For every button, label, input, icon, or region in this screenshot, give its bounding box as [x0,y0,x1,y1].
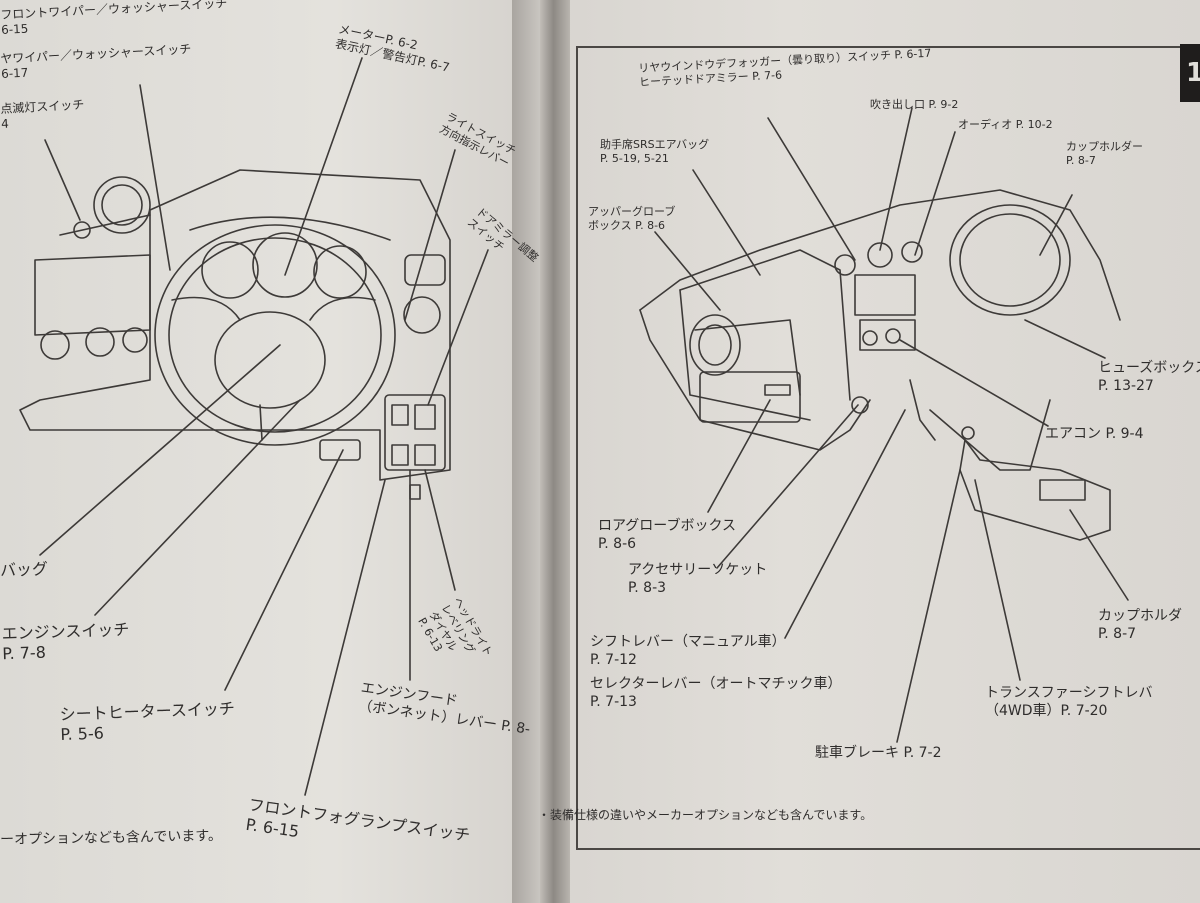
book-gutter [540,0,570,903]
label-engine-switch: エンジンスイッチ P. 7-8 [1,619,130,664]
label-selector-lever: セレクターレバー（オートマチック車） P. 7-13 [590,676,842,710]
label-cup-holder-bottom: カップホルダ P. 8-7 [1098,608,1182,642]
label-fuse-box: ヒューズボックス P. 13-27 [1098,360,1200,394]
right-page-frame [576,46,1200,850]
section-tab: 1 [1180,44,1200,102]
left-page [0,0,556,903]
label-airbag-left: バッグ [0,559,49,580]
label-seat-heater: シートヒータースイッチ P. 5-6 [59,698,236,745]
label-cup-holder-top: カップホルダー P. 8-7 [1066,140,1143,167]
label-srs-airbag: 助手席SRSエアバッグ P. 5-19, 5-21 [600,138,710,165]
label-aircon: エアコン P. 9-4 [1045,426,1144,442]
label-shift-lever: シフトレバー（マニュアル車） P. 7-12 [590,634,786,668]
label-transfer-lever: トランスファーシフトレバ （4WD車）P. 7-20 [985,685,1153,719]
right-page-note: ・装備仕様の違いやメーカーオプションなども含んでいます。 [538,808,873,822]
label-audio: オーディオ P. 10-2 [958,118,1053,131]
label-parking-brake: 駐車ブレーキ P. 7-2 [815,745,942,761]
label-accessory-socket: アクセサリーソケット P. 8-3 [628,562,768,596]
label-vent: 吹き出し口 P. 9-2 [870,98,959,111]
label-hazard: 点滅灯スイッチ 4 [0,97,85,131]
right-page [512,0,1200,903]
label-upper-glovebox: アッパーグローブ ボックス P. 8-6 [588,205,676,232]
label-lower-glovebox: ロアグローブボックス P. 8-6 [598,518,737,552]
